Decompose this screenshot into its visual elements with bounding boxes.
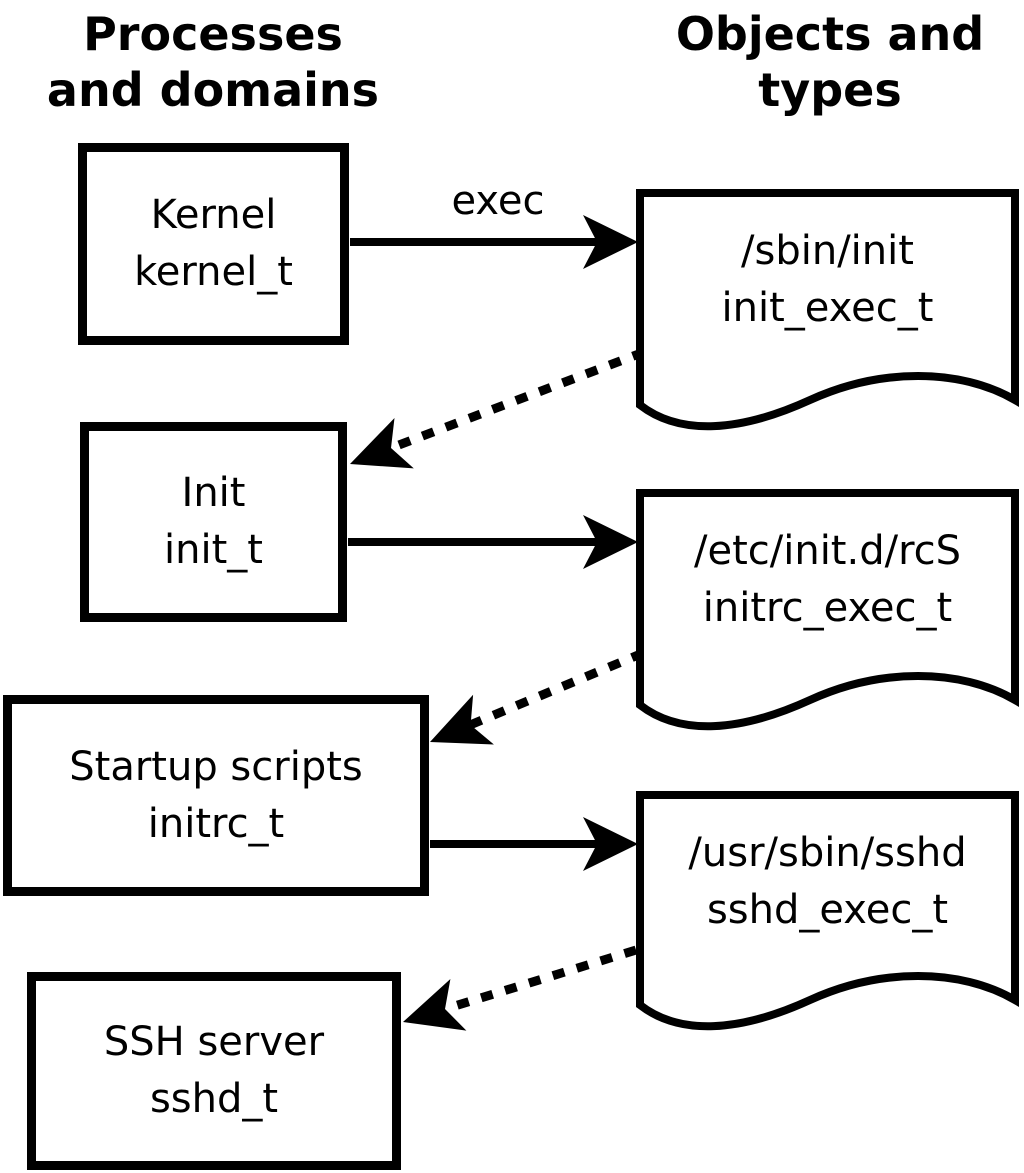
column-header-objects-line2: types: [758, 63, 902, 117]
process-domain: initrc_t: [147, 800, 285, 847]
exec-arrowhead-1: [583, 215, 638, 269]
process-domain: kernel_t: [134, 249, 293, 295]
process-name: Init: [181, 470, 246, 516]
column-header-processes-line2: and domains: [46, 63, 380, 117]
process-name: Kernel: [150, 192, 277, 238]
process-name: Startup scripts: [69, 743, 363, 790]
object-path: /etc/init.d/rcS: [693, 528, 962, 574]
process-box-init: Init init_t: [80, 422, 347, 622]
transition-arrow-to-sshd-shaft: [443, 945, 638, 1014]
object-path: /sbin/init: [741, 228, 914, 274]
object-path: /usr/sbin/sshd: [688, 830, 967, 876]
transition-arrow-to-initrc-shaft: [468, 648, 645, 730]
object-type: sshd_exec_t: [706, 887, 949, 933]
column-header-objects-line1: Objects and: [675, 7, 985, 61]
process-box-sshd: SSH server sshd_t: [27, 972, 401, 1170]
object-document-init-exec: [636, 189, 1019, 431]
exec-arrowhead-2: [583, 515, 638, 569]
object-label-init-exec: /sbin/init init_exec_t: [640, 200, 1015, 360]
column-header-processes-line1: Processes: [83, 7, 343, 61]
exec-arrowhead-3: [583, 817, 638, 871]
process-box-kernel: Kernel kernel_t: [78, 143, 349, 345]
process-domain: sshd_t: [149, 1076, 279, 1122]
process-name: SSH server: [103, 1019, 325, 1065]
transition-arrow-to-init-shaft: [389, 347, 646, 453]
transition-arrowhead-3: [403, 979, 467, 1031]
object-document-sshd-exec: [636, 791, 1019, 1031]
process-box-initrc: Startup scripts initrc_t: [3, 695, 429, 896]
column-header-objects: Objects and types: [630, 6, 1024, 118]
process-domain: init_t: [164, 527, 263, 573]
object-label-initrc-exec: /etc/init.d/rcS initrc_exec_t: [640, 500, 1015, 660]
object-type: init_exec_t: [721, 285, 934, 331]
column-header-processes: Processes and domains: [13, 6, 413, 118]
object-document-initrc-exec: [636, 489, 1019, 731]
object-label-sshd-exec: /usr/sbin/sshd sshd_exec_t: [640, 802, 1015, 962]
object-type: initrc_exec_t: [702, 585, 953, 631]
exec-edge-label: exec: [451, 178, 545, 224]
transition-arrowhead-1: [350, 418, 414, 469]
transition-arrowhead-2: [430, 694, 494, 745]
